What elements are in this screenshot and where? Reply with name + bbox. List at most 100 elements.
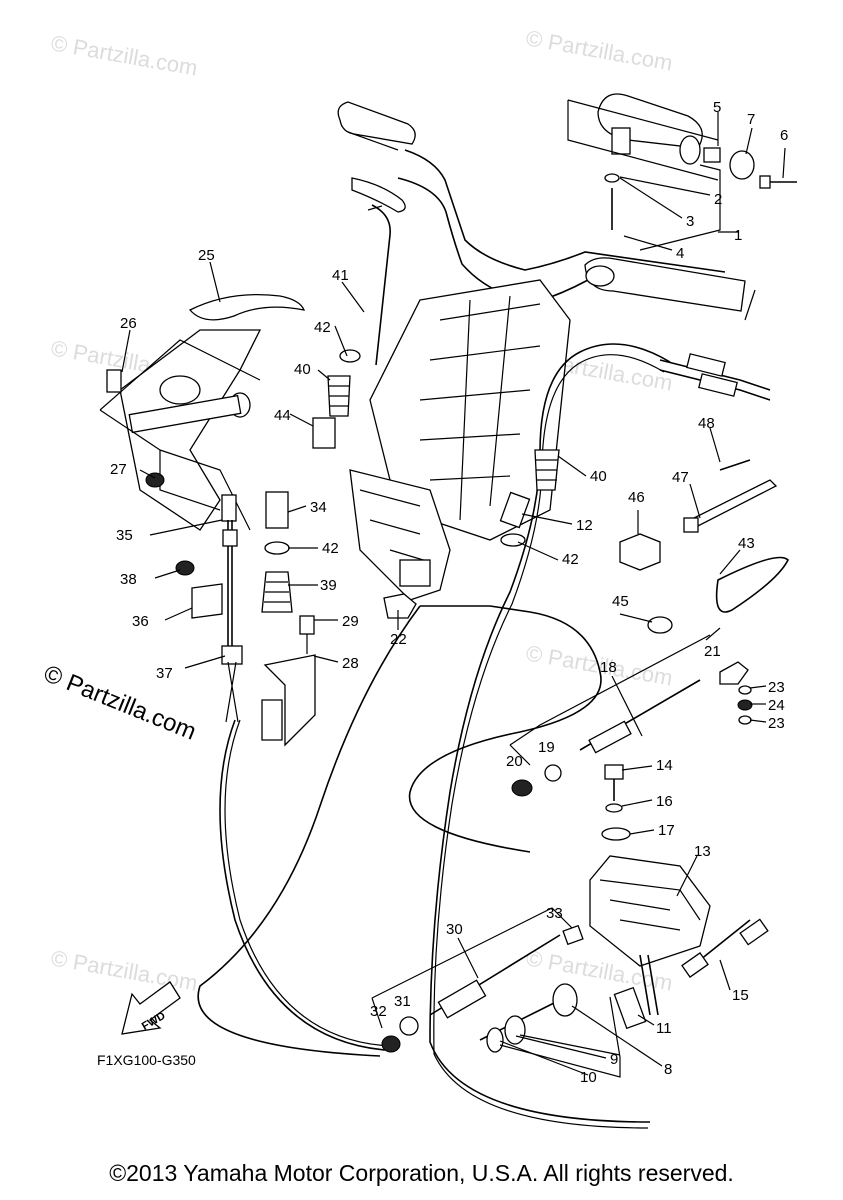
callout-18: 18	[600, 659, 617, 676]
callout-7: 7	[747, 111, 755, 128]
grommet-45	[647, 616, 673, 634]
callout-35: 35	[116, 527, 133, 544]
callout-45: 45	[612, 593, 629, 610]
copyright-notice: ©2013 Yamaha Motor Corporation, U.S.A. A…	[109, 1160, 734, 1186]
callout-11: 11	[656, 1020, 672, 1037]
holder-11	[613, 986, 647, 1030]
callout-42a: 42	[314, 319, 331, 336]
callout-46: 46	[628, 489, 645, 506]
callout-33: 33	[546, 905, 563, 922]
grip-clamp	[611, 127, 631, 155]
cable-sleeve-12	[499, 491, 531, 529]
callout-20: 20	[506, 753, 523, 770]
callout-24: 24	[768, 697, 785, 714]
watermark-text: © Partzilla.com	[49, 945, 199, 995]
clamp-46	[619, 533, 661, 571]
bracket-28-foot	[261, 699, 283, 741]
callout-40a: 40	[294, 361, 311, 378]
callout-27: 27	[110, 461, 127, 478]
tie-43	[715, 556, 789, 613]
grommet-9	[504, 1015, 526, 1045]
adjuster-35	[222, 529, 238, 547]
callout-47: 47	[672, 469, 689, 486]
control-base	[589, 764, 769, 1030]
callout-36: 36	[132, 613, 149, 630]
callout-23b: 23	[768, 715, 785, 732]
nut-38	[175, 560, 195, 576]
callout-21: 21	[704, 643, 721, 660]
grip-end	[679, 135, 701, 165]
right-bar-end	[584, 257, 746, 312]
bar-mount-clamp	[585, 265, 615, 287]
pivot-link	[128, 394, 242, 434]
callout-6: 6	[780, 127, 788, 144]
callout-29: 29	[342, 613, 359, 630]
cable-adjuster-b	[698, 373, 738, 397]
callout-13: 13	[694, 843, 711, 860]
washer-17	[601, 827, 631, 841]
washer-19	[544, 764, 562, 782]
callout-42c: 42	[322, 540, 339, 557]
callout-44: 44	[274, 407, 291, 424]
bracket-28	[263, 654, 316, 747]
callout-19: 19	[538, 739, 555, 756]
callout-41: 41	[332, 267, 349, 284]
clamp-42c	[264, 541, 290, 555]
harness-15	[699, 919, 751, 961]
callout-32: 32	[370, 1003, 387, 1020]
steering-column	[369, 279, 571, 541]
callout-38: 38	[120, 571, 137, 588]
callout-1: 1	[734, 227, 742, 244]
callout-4: 4	[676, 245, 684, 262]
bushing-7	[729, 150, 755, 180]
callout-8: 8	[664, 1061, 672, 1078]
bolt-6-head	[759, 175, 771, 189]
left-lever	[351, 177, 406, 213]
nut-24	[737, 699, 753, 711]
washer-23b	[738, 715, 752, 725]
upper-cables	[197, 343, 771, 1129]
callout-31: 31	[394, 993, 411, 1010]
washer-3	[604, 173, 620, 183]
collar-5	[703, 147, 721, 163]
shift-cable-assembly	[509, 627, 753, 797]
clip-37	[221, 645, 243, 665]
cable-joint-22	[383, 593, 417, 619]
nut-27	[145, 472, 165, 488]
right-small-parts	[619, 459, 789, 634]
watermark-text: © Partzilla.com	[49, 30, 199, 80]
callout-26: 26	[120, 315, 137, 332]
clamp-42b	[500, 533, 526, 547]
callout-14: 14	[656, 757, 673, 774]
callout-9: 9	[610, 1051, 618, 1068]
callout-12: 12	[576, 517, 593, 534]
callout-labels: 1 2 3 4 5 6 7 8 9 10 11 12 13 14 15 16 1…	[110, 99, 788, 1086]
ring-10	[486, 1027, 504, 1053]
callout-23a: 23	[768, 679, 785, 696]
callout-42b: 42	[562, 551, 579, 568]
cover-25	[188, 293, 306, 321]
joint-21	[719, 661, 749, 685]
sleeve-34	[265, 491, 289, 529]
callout-28: 28	[342, 655, 359, 672]
tie-47	[689, 479, 778, 529]
collar-16	[605, 803, 623, 813]
bolt-29	[299, 615, 315, 635]
leader-lines	[121, 112, 786, 1076]
pin-48	[719, 459, 751, 471]
fwd-arrow-icon: FWD	[121, 981, 181, 1035]
callout-48: 48	[698, 415, 715, 432]
throttle-cable-12	[429, 343, 671, 1123]
bolt-26	[106, 369, 122, 393]
callout-17: 17	[658, 822, 675, 839]
bracket-36	[191, 583, 223, 619]
grommet-8	[552, 983, 578, 1017]
cable-adjuster-a	[686, 353, 726, 377]
end-33	[562, 924, 584, 946]
adjuster-18	[588, 720, 632, 754]
column-cable-holder	[399, 559, 431, 587]
callout-37: 37	[156, 665, 173, 682]
tie-47-head	[683, 517, 699, 533]
callout-30: 30	[446, 921, 463, 938]
